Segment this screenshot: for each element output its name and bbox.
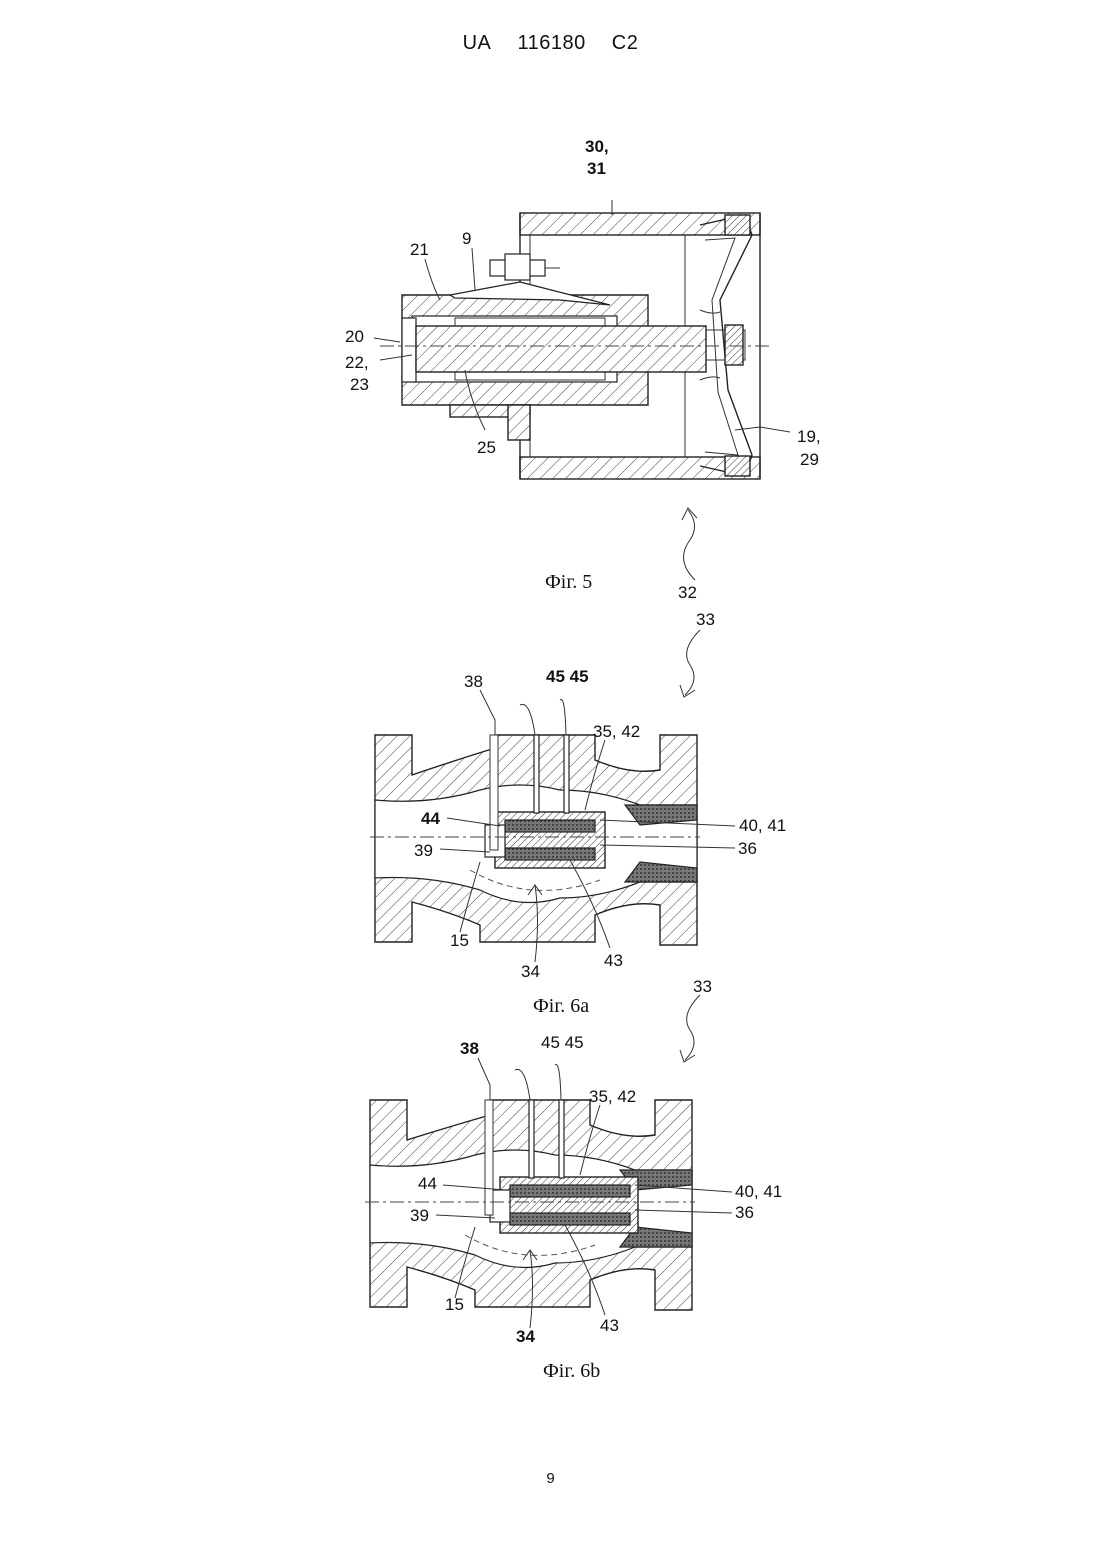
label-39-6a: 39 — [414, 841, 433, 860]
label-43-6b: 43 — [600, 1316, 619, 1335]
label-15-6b: 15 — [445, 1295, 464, 1314]
label-36-6b: 36 — [735, 1203, 754, 1222]
figure-5-drawing — [374, 200, 790, 580]
label-19: 19, — [797, 427, 821, 446]
label-35-42-6b: 35, 42 — [589, 1087, 636, 1106]
label-45-6a: 45 45 — [546, 667, 589, 686]
label-30: 30, — [585, 137, 609, 156]
label-21: 21 — [410, 240, 429, 259]
label-25: 25 — [477, 438, 496, 457]
label-38-6a: 38 — [464, 672, 483, 691]
label-34-6a: 34 — [521, 962, 540, 981]
label-9: 9 — [462, 229, 471, 248]
label-23: 23 — [350, 375, 369, 394]
label-29: 29 — [800, 450, 819, 469]
label-31: 31 — [587, 159, 606, 178]
page-number: 9 — [0, 1470, 1101, 1487]
label-34-6b: 34 — [516, 1327, 535, 1346]
caption-fig6a: Фіг. 6а — [533, 995, 589, 1017]
label-45-6b: 45 45 — [541, 1033, 584, 1052]
label-36-6a: 36 — [738, 839, 757, 858]
label-40-41-6b: 40, 41 — [735, 1182, 782, 1201]
label-32: 32 — [678, 583, 697, 602]
label-38-6b: 38 — [460, 1039, 479, 1058]
label-20: 20 — [345, 327, 364, 346]
label-35-42-6a: 35, 42 — [593, 722, 640, 741]
label-44-6a: 44 — [421, 809, 440, 828]
label-43-6a: 43 — [604, 951, 623, 970]
label-40-41-6a: 40, 41 — [739, 816, 786, 835]
caption-fig6b: Фіг. 6b — [543, 1360, 600, 1382]
label-22: 22, — [345, 353, 369, 372]
label-15-6a: 15 — [450, 931, 469, 950]
label-39-6b: 39 — [410, 1206, 429, 1225]
label-33-6b: 33 — [693, 977, 712, 996]
label-44-6b: 44 — [418, 1174, 437, 1193]
caption-fig5: Фіг. 5 — [545, 571, 592, 593]
label-33-6a: 33 — [696, 610, 715, 629]
